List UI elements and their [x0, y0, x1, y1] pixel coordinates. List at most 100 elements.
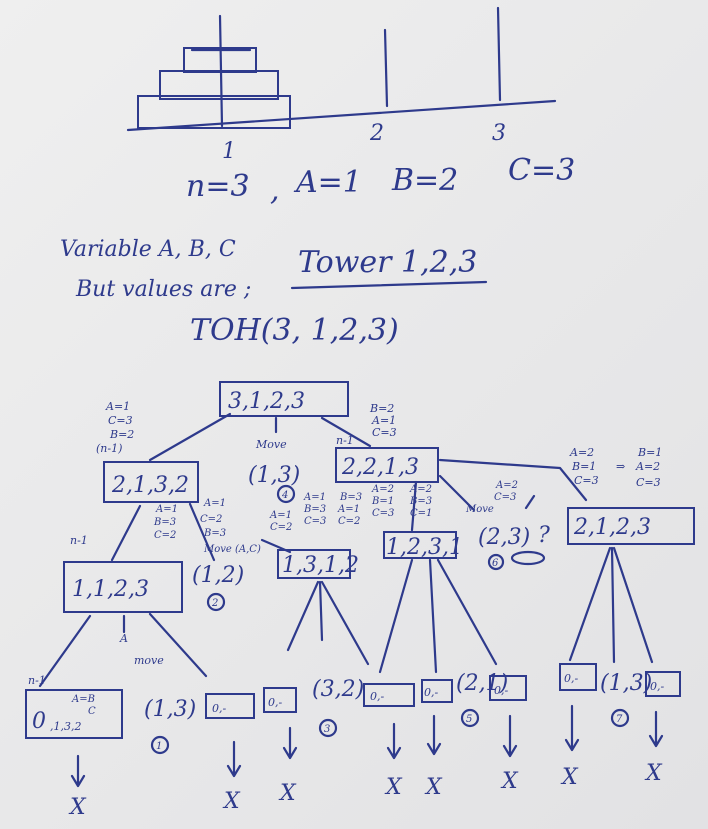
- svg-text:A=2: A=2: [495, 480, 518, 491]
- leaf-0a-box: [205, 693, 255, 719]
- far-right-node: 2,1,2,3: [573, 515, 651, 540]
- far-right-node-box: [567, 507, 695, 545]
- leaf-0c-box: [363, 683, 415, 707]
- svg-text:A=1: A=1: [303, 492, 326, 503]
- svg-text:C=3: C=3: [372, 508, 394, 519]
- root-node-box: [219, 381, 349, 417]
- svg-text:C=1: C=1: [410, 508, 432, 519]
- comma-1: ,: [270, 173, 280, 208]
- peg-2: [383, 28, 389, 108]
- svg-text:A=2: A=2: [569, 446, 594, 459]
- svg-text:B=3: B=3: [303, 504, 326, 515]
- leaf-0b-box: [263, 687, 297, 713]
- svg-text:A=1: A=1: [203, 498, 226, 509]
- leaf-0-sub: ,1,3,2: [50, 720, 82, 733]
- leaf-13: (1,3): [144, 697, 196, 722]
- x-mark-7: X: [560, 765, 579, 790]
- svg-text:B=1: B=1: [371, 496, 394, 507]
- b-assign: B=2: [391, 163, 458, 198]
- svg-text:A=2: A=2: [409, 484, 432, 495]
- left-node-box: [103, 461, 199, 503]
- leaf-vars: A=B C: [71, 694, 96, 717]
- lvl2-mid-vars2: A=1 B=3 C=3: [303, 492, 326, 527]
- move-node: (1,3): [248, 463, 300, 488]
- step-5: 5: [466, 714, 472, 725]
- svg-text:C: C: [88, 706, 96, 717]
- far-right-vars2: B=1 A=2 C=3: [635, 446, 662, 489]
- svg-text:C=2: C=2: [338, 516, 360, 527]
- leaf-move: move: [134, 654, 164, 667]
- svg-text:(n-1): (n-1): [96, 442, 122, 455]
- ground-line: [126, 99, 557, 132]
- step-4: 4: [281, 490, 288, 501]
- svg-text:B=1: B=1: [571, 460, 596, 473]
- node-1231-box: [383, 531, 457, 559]
- disk-medium: [159, 70, 279, 100]
- x-mark-2: X: [222, 789, 241, 814]
- c-assign: C=3: [508, 153, 575, 188]
- svg-text:C=3: C=3: [574, 474, 599, 487]
- peg-3: [496, 6, 502, 102]
- disk-small: [183, 47, 257, 73]
- move6-node: (2,3): [478, 525, 530, 550]
- lvl2-left-vars2: A=1 C=2 B=3: [200, 498, 226, 539]
- leaf-n1: n-1: [28, 674, 46, 687]
- svg-text:B=3: B=3: [203, 528, 226, 539]
- toh-call: TOH(3, 1,2,3): [190, 313, 399, 348]
- note-values: But values are ;: [75, 277, 251, 302]
- svg-text:A=B: A=B: [71, 694, 95, 705]
- step-7: 7: [616, 714, 623, 725]
- svg-text:A=1: A=1: [337, 504, 360, 515]
- leaf-0: 0: [32, 709, 46, 734]
- leaf-0g-box: [645, 671, 681, 697]
- n-equals-3: n=3: [186, 169, 250, 204]
- tower-underline: [290, 280, 488, 290]
- move-label: Move: [255, 438, 287, 451]
- leaf-0f-box: [559, 663, 597, 691]
- svg-text:C=2: C=2: [154, 530, 176, 541]
- n1-right: n-1: [336, 434, 354, 447]
- node-1123: 1,1,2,3: [72, 577, 149, 602]
- right-vars-top: B=2 A=1 C=3: [369, 402, 397, 439]
- recursion-tree: 3,1,2,3 A=1 C=3 B=2 (n-1) B=2 A=1 C=3 n-…: [25, 381, 695, 820]
- lvl2-mid-vars3: B=3 A=1 C=2: [337, 492, 362, 527]
- step-3: 3: [324, 724, 330, 735]
- far-right-arrow: ⇒: [616, 460, 625, 473]
- node-1312-box: [277, 549, 351, 579]
- peg-label-3: 3: [492, 121, 506, 146]
- x-mark-8: X: [644, 761, 663, 786]
- far-right-vars: A=2 B=1 C=3: [569, 446, 599, 487]
- disk-large: [137, 95, 291, 129]
- lvl2-mid-vars: A=1 C=2: [269, 510, 292, 533]
- lvl2-move-ac: Move (A,C): [203, 544, 261, 555]
- svg-text:A=2: A=2: [371, 484, 394, 495]
- n1-left: n-1: [70, 534, 88, 547]
- right-node-box: [335, 447, 439, 483]
- x-mark-1: X: [68, 795, 87, 820]
- node-1312: 1,3,1,2: [282, 553, 359, 578]
- leaf-0g: 0,-: [650, 680, 664, 693]
- leaf-0d: 0,-: [424, 686, 438, 699]
- leaf-0-box: [25, 689, 123, 739]
- note-variable: Variable A, B, C: [60, 237, 236, 262]
- move2-node: (1,2): [192, 563, 244, 588]
- move6-label: Move: [465, 504, 494, 515]
- node-1231: 1,2,3,1: [386, 535, 463, 560]
- svg-text:C=3: C=3: [494, 492, 516, 503]
- svg-text:C=3: C=3: [636, 476, 661, 489]
- leaf-13b: (1,3): [600, 671, 652, 696]
- note-tower: Tower 1,2,3: [298, 245, 477, 280]
- node-1123-box: [63, 561, 183, 613]
- svg-text:A=2: A=2: [635, 460, 660, 473]
- svg-text:C=3: C=3: [304, 516, 326, 527]
- root-vars: A=1 C=3 B=2 (n-1): [96, 400, 134, 455]
- step-1: 1: [156, 741, 162, 752]
- peg-label-2: 2: [369, 121, 384, 146]
- svg-text:B=3: B=3: [339, 492, 362, 503]
- leaf-0b: 0,-: [268, 696, 282, 709]
- svg-text:B=1: B=1: [637, 446, 662, 459]
- x-mark-4: X: [384, 775, 403, 800]
- lvl2-right-vars2: A=2 B=3 C=1: [409, 484, 432, 519]
- leaf-32: (3,2): [312, 677, 364, 702]
